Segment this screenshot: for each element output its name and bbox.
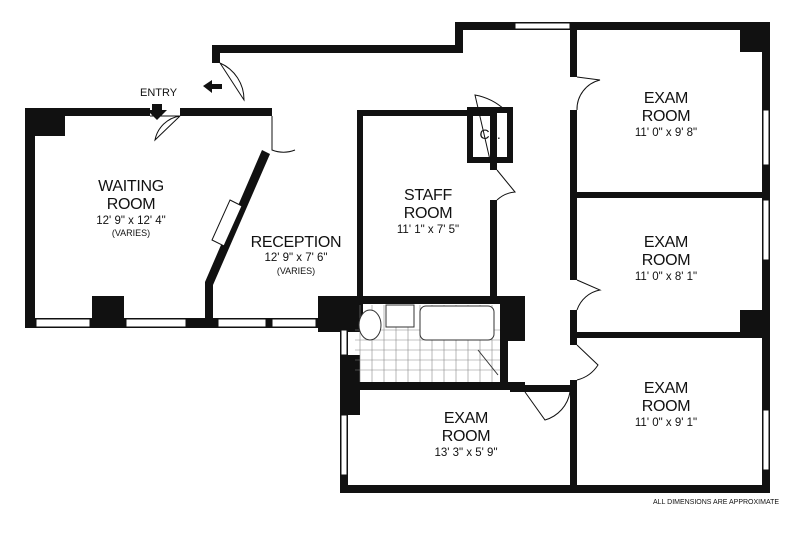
windows — [35, 22, 770, 476]
room-exam-2: EXAM ROOM 11' 0" x 8' 1" — [635, 234, 697, 284]
entry-arrow-icon — [147, 104, 167, 120]
room-name: ROOM — [106, 196, 156, 214]
room-name: ROOM — [641, 108, 691, 126]
room-name: ROOM — [403, 205, 453, 223]
room-note: (VARIES) — [111, 228, 151, 238]
room-dimensions: 11' 0" x 9' 1" — [634, 416, 698, 429]
room-reception: RECEPTION 12' 9" x 7' 6" (VARIES) — [251, 234, 342, 276]
room-name: STAFF — [404, 187, 452, 204]
entry-label: ENTRY — [140, 87, 178, 99]
room-exam-4: EXAM ROOM 13' 3" x 5' 9" — [434, 410, 497, 460]
room-name: ROOM — [441, 428, 491, 446]
room-dimensions: 11' 1" x 7' 5" — [396, 223, 460, 236]
room-name: CL. — [479, 126, 501, 142]
room-name: WAITING — [98, 178, 164, 195]
room-dimensions: 12' 9" x 12' 4" — [96, 214, 166, 227]
room-name: EXAM — [443, 410, 489, 427]
room-name: ROOM — [641, 398, 691, 416]
room-name: RECEPTION — [250, 234, 342, 251]
room-name: EXAM — [643, 90, 689, 107]
room-closet: CL. — [480, 126, 501, 142]
room-exam-3: EXAM ROOM 11' 0" x 9' 1" — [635, 380, 697, 430]
room-exam-1: EXAM ROOM 11' 0" x 9' 8" — [635, 90, 697, 140]
arrows — [147, 80, 222, 120]
disclaimer: ALL DIMENSIONS ARE APPROXIMATE — [653, 499, 780, 506]
room-name: EXAM — [643, 380, 689, 397]
room-dimensions: 11' 0" x 8' 1" — [634, 270, 698, 283]
doors — [150, 62, 602, 421]
corridor-arrow-icon — [203, 80, 222, 93]
room-dimensions: 13' 3" x 5' 9" — [434, 446, 498, 459]
room-dimensions: 12' 9" x 7' 6" — [264, 252, 328, 265]
bathroom-fixtures — [355, 304, 500, 382]
room-dimensions: 11' 0" x 9' 8" — [634, 126, 698, 139]
room-name: EXAM — [643, 234, 689, 251]
room-waiting: WAITING ROOM 12' 9" x 12' 4" (VARIES) — [96, 178, 165, 238]
room-staff: STAFF ROOM 11' 1" x 7' 5" — [397, 187, 459, 237]
room-note: (VARIES) — [276, 265, 316, 276]
room-name: ROOM — [641, 252, 691, 270]
